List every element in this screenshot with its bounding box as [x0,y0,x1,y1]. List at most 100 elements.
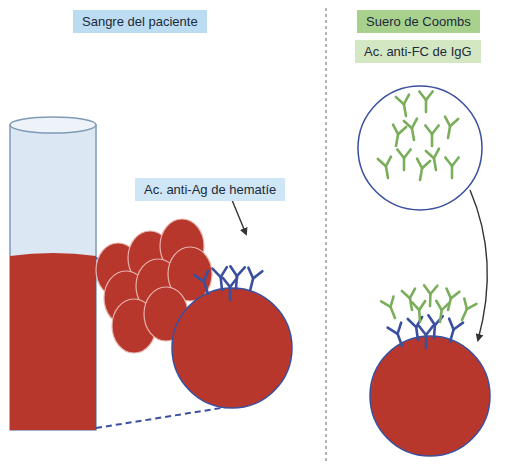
antibody-arm [464,299,467,309]
antibody [396,95,409,116]
antibody [445,117,458,138]
antibody-arm [404,121,412,128]
antibody-arm [426,151,434,158]
antibody-arm [388,328,398,334]
antibody-arm [417,159,422,169]
antibody-arm [398,127,406,134]
antibody-stem [204,282,208,294]
antibodies [194,91,476,348]
antibody-stem [462,309,467,320]
antibody-arm [386,157,391,167]
antibody-arm [412,302,419,310]
antibody [445,157,458,178]
antibody-arm [221,267,227,277]
label-text: Ac. anti-FC de IgG [364,44,472,59]
antibody-stem [440,310,442,322]
antibody [230,266,244,289]
antibody-stem [250,278,253,291]
zoom-line [96,405,240,428]
label-box: Sangre del paciente [73,10,207,33]
antibody-arm [434,149,439,159]
antibody-arm [378,159,386,166]
antibody-stem [386,166,388,178]
antibody-arm [204,271,208,282]
antibody [393,125,406,146]
antibody [419,91,432,112]
antibody-arm [445,117,450,127]
antibody-arm [404,149,411,158]
antibody-arm [396,97,404,104]
antibody-arm [393,125,398,135]
antibody-arm [447,288,451,298]
antibody-stem [420,168,422,180]
serum-circle [358,86,482,210]
antibody-arm [381,301,390,306]
antibody [417,159,430,180]
antibody-arm [432,125,439,134]
antibody-arm [436,301,441,310]
antibody [194,271,208,294]
antibody-arm [410,289,415,299]
antibody-arm [419,301,425,310]
curved-arrow [470,190,487,340]
antibody-stem [429,294,432,306]
label-box: Ac. anti-Ag de hematíe [135,178,285,201]
antibody-arm [426,91,433,100]
antibody-arm [230,266,237,276]
antibody-arm [398,323,402,334]
antibody-arm [194,275,204,282]
label-box: Ac. anti-FC de IgG [355,40,481,63]
antibody-arm [237,267,245,276]
tube-glass [10,125,96,430]
antibody-arm [230,278,237,287]
antibody-stem [418,310,421,322]
antibody-stem [412,128,414,140]
label-text: Ac. anti-Ag de hematíe [144,182,276,197]
antibody-arm [248,268,253,279]
antibody-arm [467,304,477,309]
antibody-arm [404,95,409,105]
antibody-arm [425,125,432,134]
antibody-arm [419,91,426,100]
antibody-arm [452,157,459,166]
divider [325,8,327,462]
antibody-arm [422,161,430,168]
antibody [424,285,437,306]
antibody-arm [213,269,221,277]
antibody-stem [425,335,428,348]
blood [10,253,96,430]
antibody-stem [404,104,406,116]
antibody [388,323,402,346]
antibody-arm [424,285,430,294]
antibody-stem [450,330,454,342]
antibody-arm [449,319,453,330]
antibody-stem [425,100,428,112]
antibody-stem [398,334,402,346]
antibody-arm [450,119,458,126]
antibody-stem [451,166,454,178]
antibody [412,301,425,322]
red-cells [96,219,292,408]
antibody [223,278,237,300]
red-cell [370,336,490,456]
antibody [248,268,262,291]
antibody-stem [396,134,398,146]
antibody-arm [402,291,410,298]
antibody [404,119,417,140]
antibody-stem [416,327,418,340]
leader-arrow [232,200,246,234]
antibody-arm [430,286,437,294]
antibody-stem [431,134,434,146]
label-box: Suero de Coombs [357,10,480,33]
antibody-arm [412,119,417,129]
label-text: Suero de Coombs [366,14,471,29]
antibody-arm [451,292,460,299]
antibody-arm [253,271,262,278]
antibody-arm [426,326,433,335]
antibody [447,288,460,310]
antibody [402,289,415,310]
antibody-stem [434,158,436,170]
antibody [449,319,463,342]
tube-mouth [10,117,96,133]
antibody [378,157,391,178]
